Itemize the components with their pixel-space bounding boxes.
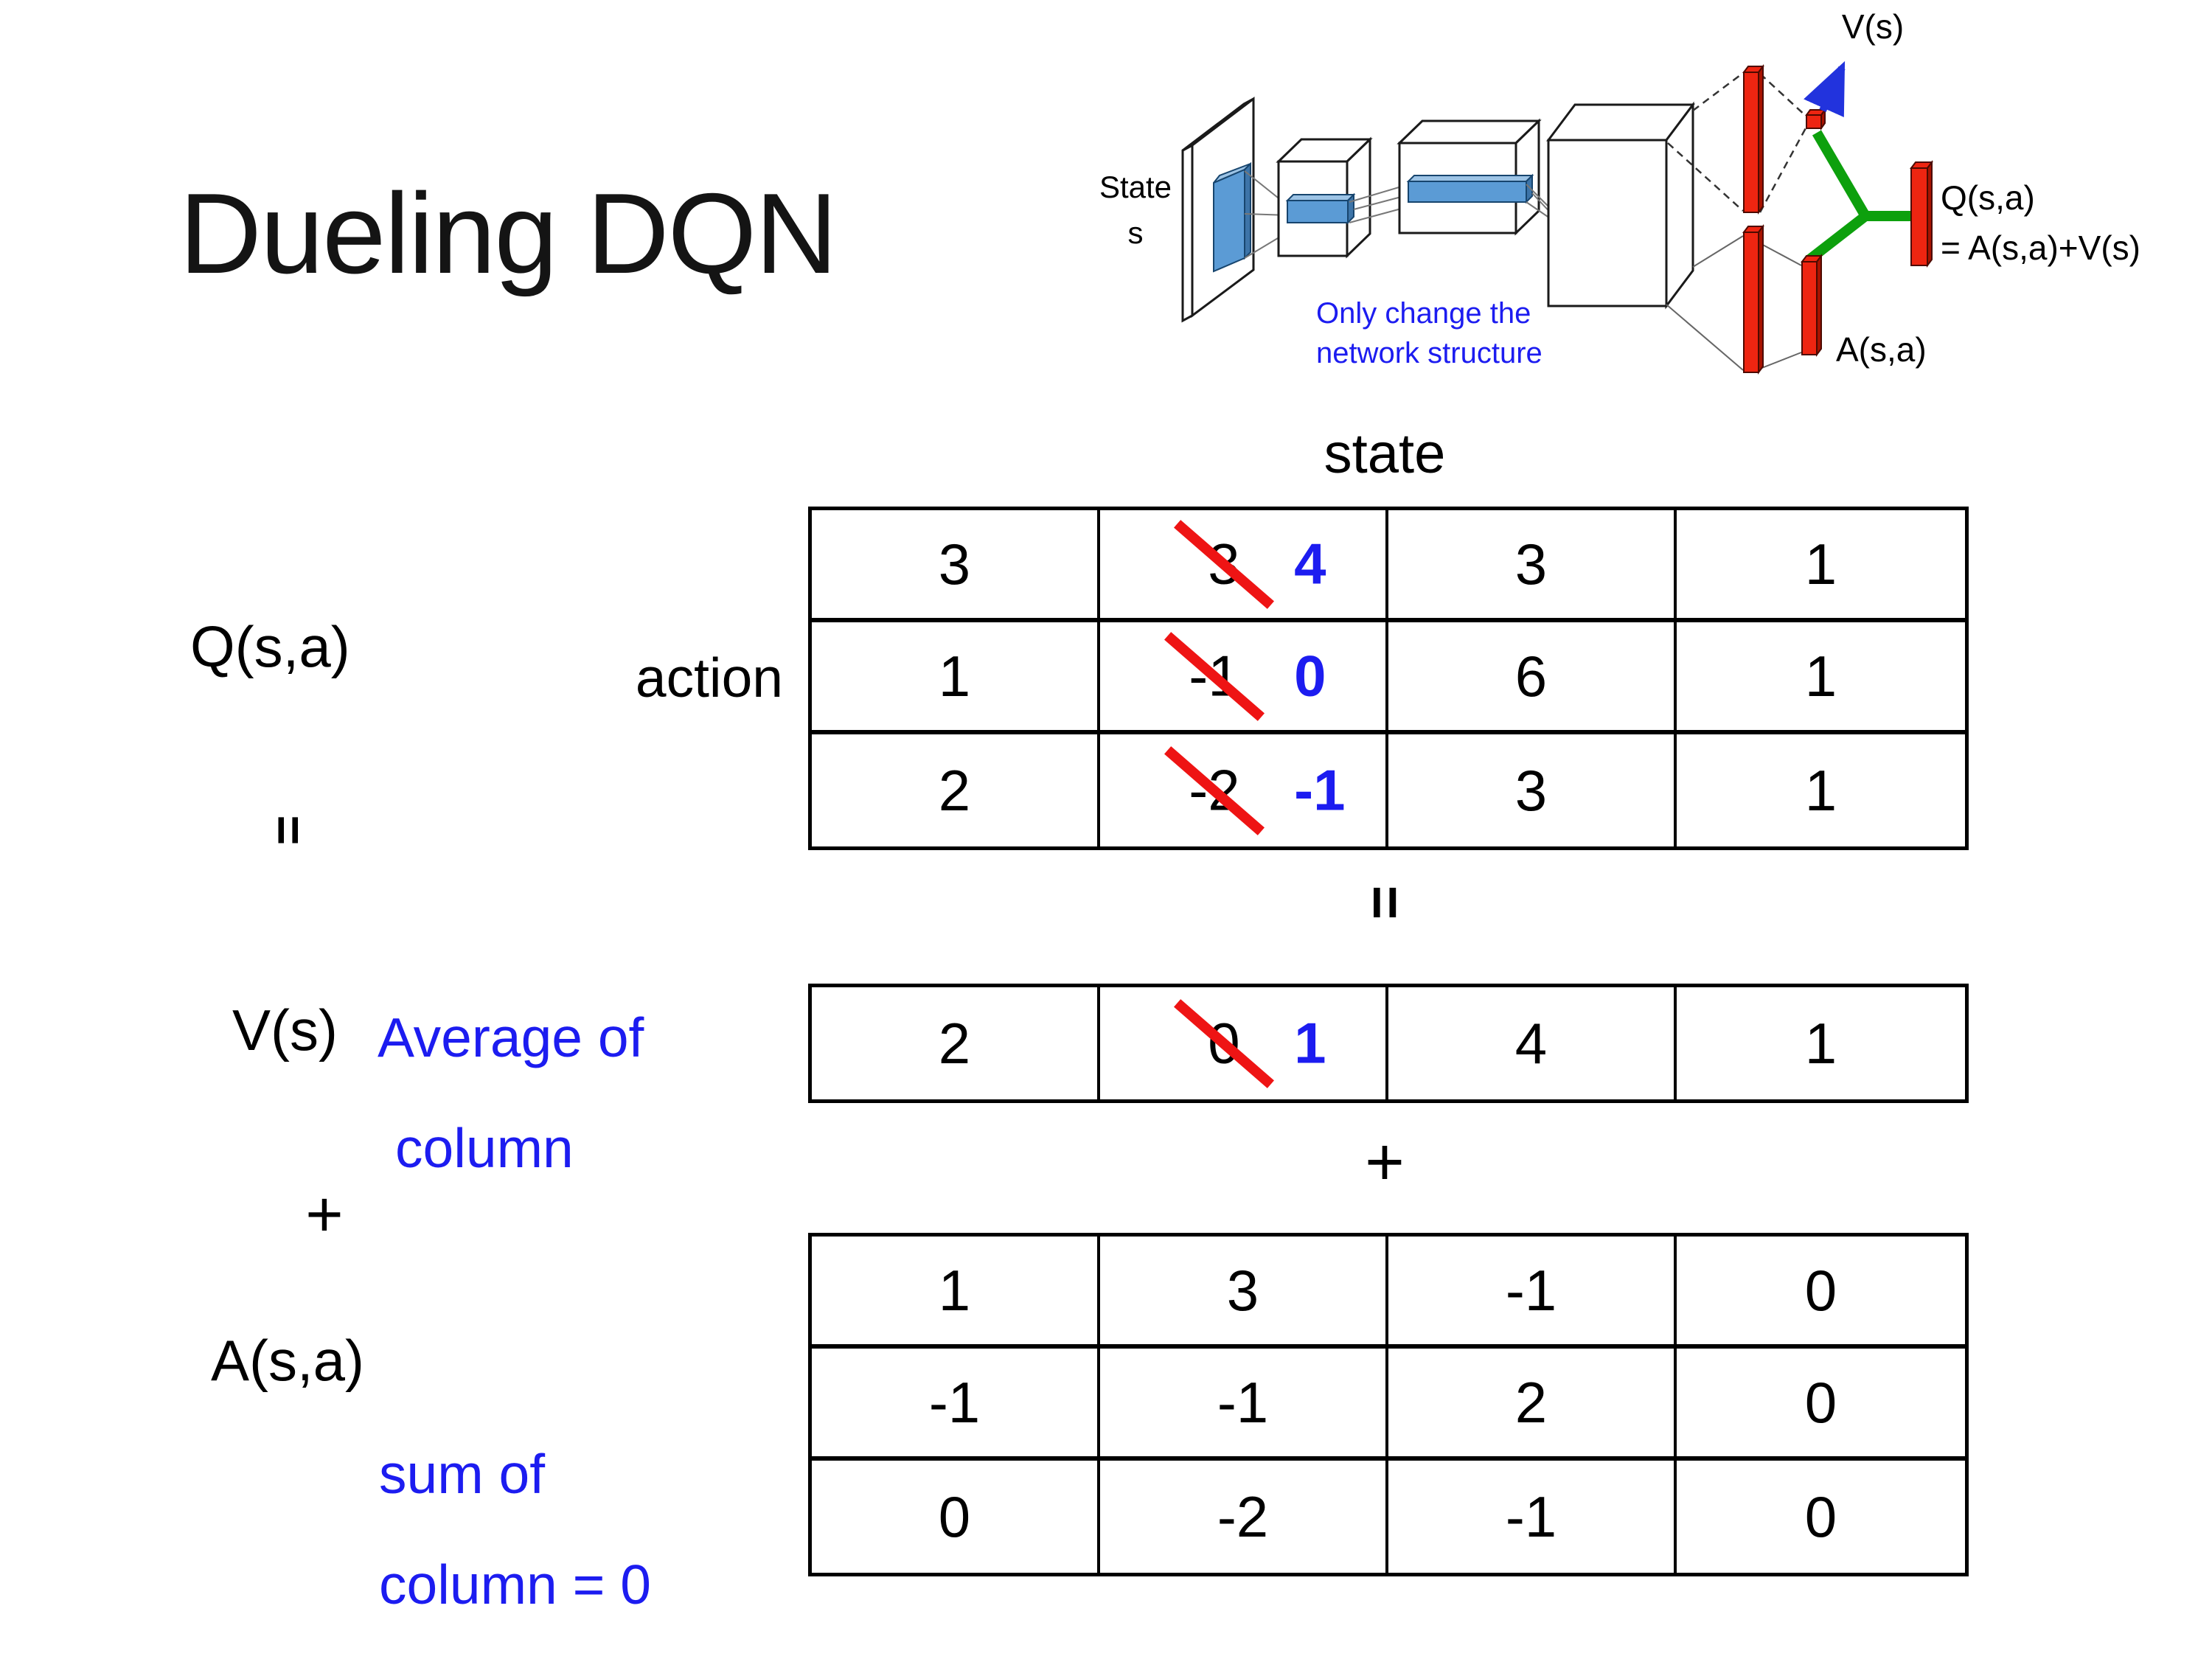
equals-left: = bbox=[259, 815, 317, 846]
table-cell: 2 bbox=[1388, 1349, 1677, 1461]
old-value: -1 bbox=[1164, 631, 1265, 721]
network-diagram: State s V(s) Q(s,a) = A(s,a)+V(s) A(s,a)… bbox=[1099, 7, 2140, 375]
equals-middle: = bbox=[1352, 885, 1418, 920]
table-cell: 2 bbox=[812, 987, 1100, 1099]
table-cell: 1 bbox=[812, 622, 1100, 734]
strike-line bbox=[1173, 519, 1274, 609]
table-cell: 1 bbox=[1677, 622, 1965, 734]
combine-lines bbox=[1806, 130, 1911, 264]
table-cell: -1 0 bbox=[1100, 622, 1388, 734]
state-axis-label: state bbox=[1324, 422, 1446, 485]
table-cell: 01 bbox=[1100, 987, 1388, 1099]
diagram-state-s: s bbox=[1128, 215, 1144, 250]
v-matrix-label: V(s) bbox=[232, 998, 338, 1062]
table-cell: 3 bbox=[1388, 510, 1677, 622]
new-value: 4 bbox=[1294, 531, 1326, 597]
diagram-v-label: V(s) bbox=[1842, 7, 1904, 46]
table-cell: -2 bbox=[1100, 1461, 1388, 1573]
table-cell: 0 bbox=[1804, 1484, 1837, 1549]
table-cell: 2 bbox=[812, 734, 1100, 846]
feature-bar-1 bbox=[1285, 192, 1356, 225]
table-cell: -1 bbox=[812, 1349, 1100, 1461]
fan-lines-2 bbox=[1349, 185, 1405, 223]
table-cell: 0 bbox=[812, 1461, 1100, 1573]
conv-patch-shape bbox=[1213, 161, 1251, 273]
table-cell: -1 bbox=[1100, 1349, 1388, 1461]
solid-links bbox=[1666, 235, 1802, 371]
strike-line bbox=[1173, 998, 1274, 1088]
value-scalar-cube bbox=[1805, 107, 1826, 131]
table-cell: 1 bbox=[1804, 1010, 1837, 1076]
sum-note-line1: sum of bbox=[379, 1443, 546, 1505]
plus-middle: + bbox=[1365, 1124, 1405, 1200]
dense-box bbox=[1546, 101, 1695, 310]
table-cell: 1 bbox=[812, 1237, 1100, 1349]
table-cell: 3 bbox=[1388, 734, 1677, 846]
advantage-stream-bar bbox=[1742, 224, 1764, 375]
average-note-line2: column bbox=[395, 1117, 574, 1179]
v-table: 20141 bbox=[808, 984, 1969, 1103]
diagram-note-line2: network structure bbox=[1316, 337, 1543, 369]
table-cell: -1 bbox=[1388, 1237, 1677, 1349]
sum-note-line2: column = 0 bbox=[379, 1554, 651, 1615]
table-cell: 0 bbox=[1677, 1237, 1965, 1349]
page-title: Dueling DQN bbox=[179, 170, 838, 297]
value-arrow bbox=[1804, 60, 1846, 118]
table-cell: 4 bbox=[1388, 987, 1677, 1099]
new-value: -1 bbox=[1294, 757, 1346, 823]
table-cell: 0 bbox=[1677, 1349, 1965, 1461]
new-value: 0 bbox=[1294, 643, 1326, 709]
value-stream-bar bbox=[1742, 64, 1764, 215]
table-cell: 34 bbox=[1100, 510, 1388, 622]
diagram-q-formula: = A(s,a)+V(s) bbox=[1941, 229, 2140, 267]
table-cell: 6 bbox=[1388, 622, 1677, 734]
diagram-note-line1: Only change the bbox=[1316, 297, 1531, 330]
diagram-a-label: A(s,a) bbox=[1836, 330, 1927, 369]
strike-line bbox=[1164, 745, 1265, 835]
old-value: -2 bbox=[1164, 745, 1265, 835]
action-axis-label: action bbox=[635, 647, 783, 709]
old-value: 0 bbox=[1173, 998, 1274, 1088]
average-note-line1: Average of bbox=[378, 1006, 644, 1068]
table-cell: -2 -1 bbox=[1100, 734, 1388, 846]
diagram-state-label: State bbox=[1099, 170, 1172, 204]
new-value: 1 bbox=[1294, 1010, 1326, 1076]
table-cell: 3 bbox=[812, 510, 1100, 622]
table-cell: 3 bbox=[1100, 1237, 1388, 1349]
old-value: 3 bbox=[1173, 519, 1274, 609]
q-matrix-label: Q(s,a) bbox=[190, 614, 350, 679]
plus-left: + bbox=[305, 1178, 344, 1251]
table-cell: 1 bbox=[1804, 757, 1837, 823]
advantage-out-bar bbox=[1801, 254, 1823, 357]
strike-line bbox=[1164, 631, 1265, 721]
q-out-bar bbox=[1910, 160, 1933, 268]
feature-bar-2 bbox=[1406, 173, 1534, 204]
table-cell: 1 bbox=[1677, 510, 1965, 622]
table-cell: -1 bbox=[1388, 1461, 1677, 1573]
diagram-q-label: Q(s,a) bbox=[1941, 178, 2035, 217]
a-matrix-label: A(s,a) bbox=[211, 1328, 365, 1393]
dashed-links bbox=[1667, 72, 1808, 213]
